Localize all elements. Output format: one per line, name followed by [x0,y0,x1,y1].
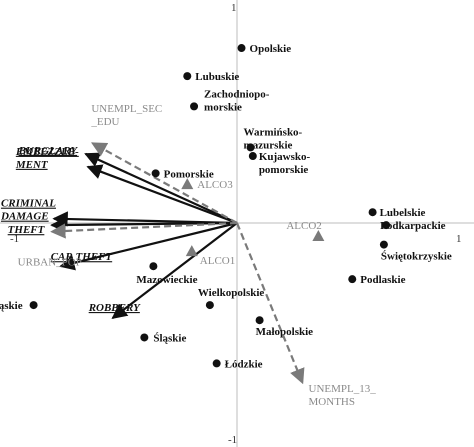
region-point [368,208,377,217]
region-point [379,240,388,249]
region-point [212,359,221,368]
region-label: Podlaskie [360,274,405,286]
variable-vector-label: ROBBERY [88,302,141,314]
region-label: Małopolskie [256,326,314,338]
region-label: Kujawsko-pomorskie [259,151,311,176]
region-label: Lubelskie [380,207,426,219]
supplementary-point-label: ALCO2 [286,220,321,232]
region-label: Łódzkie [225,358,263,370]
variable-vector [86,164,238,225]
region-point [190,102,199,111]
variable-vector [111,222,238,319]
supplementary-vector [91,142,238,224]
region-point [151,169,160,178]
tick-x-pos: 1 [456,233,462,245]
region-label: Pomorskie [164,168,214,180]
region-label: Lubuskie [195,71,239,83]
region-point [255,316,264,325]
region-label: Świętokrzyskie [381,251,452,263]
region-point [140,333,149,342]
region-label: Wielkopolskie [198,287,265,299]
region-label: Dolnośląskie [0,300,23,312]
region-label: Zachodniopo-morskie [204,88,270,113]
region-point [237,44,246,53]
supplementary-vector [50,221,238,239]
supplementary-vector-label: UNEMPL_SEC_EDU [90,103,162,128]
region-point [246,143,255,152]
label-layer: OpolskieLubuskieZachodniopo-morskieWarmi… [0,43,452,408]
variable-vector-label: BURGLARY [18,145,79,157]
region-point [183,72,192,81]
region-label: Opolskie [250,43,292,55]
supplementary-vector [235,222,305,385]
vector-layer [50,142,305,385]
point-layer [29,44,391,368]
region-point [205,301,214,310]
region-label: Podkarpackie [380,220,446,232]
variable-vector-label: CAR THEFT [51,251,114,263]
supplementary-point-label: ALCO1 [200,255,235,267]
supplementary-point [185,245,198,257]
region-point [382,221,391,230]
region-point [29,301,38,310]
variable-vector [84,152,238,225]
region-label: Śląskie [153,332,186,344]
variable-vector [59,221,238,271]
variable-vector [50,217,238,233]
tick-x-neg: -1 [10,233,19,245]
region-point [348,275,357,284]
supplementary-point [181,178,194,190]
region-point [149,262,158,271]
supplementary-point [312,229,325,241]
region-label: Warmińsko-mazurskie [244,126,303,151]
tick-y-neg: -1 [228,434,237,446]
variable-vector-label: EMBEZZLE-MENT [15,146,79,171]
tick-y-pos: 1 [231,2,237,14]
supplementary-point-label: ALCO3 [197,179,233,191]
supplementary-vector-label: URBAN_POP [18,257,82,269]
supplementary-vector-label: UNEMPL_13_MONTHS [309,383,377,408]
region-point [248,152,257,161]
region-label: Mazowieckie [136,274,197,286]
variable-vector-label: THEFT [8,224,46,236]
